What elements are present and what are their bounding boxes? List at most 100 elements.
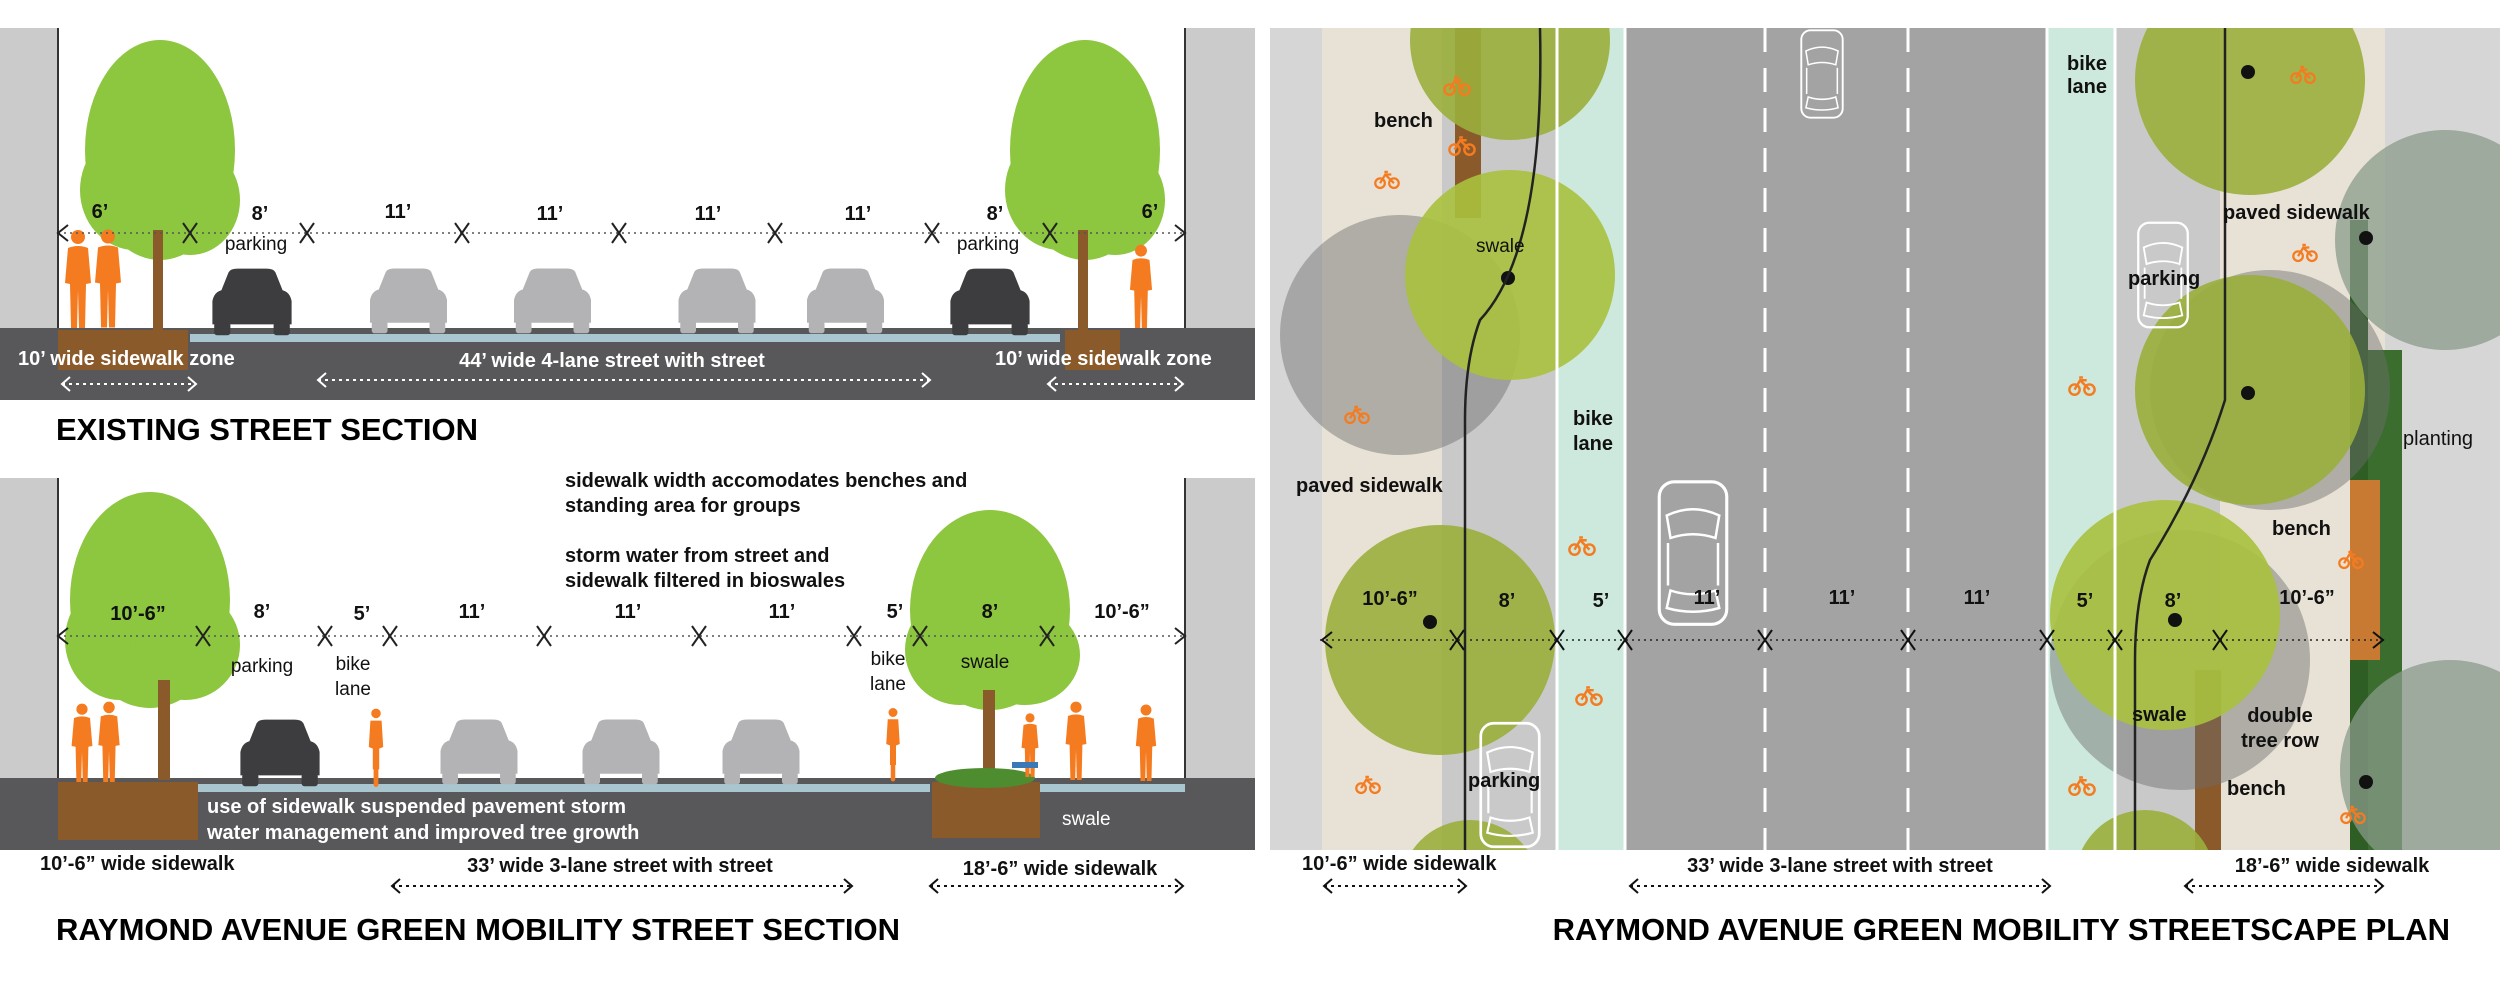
tree-pit-left (58, 330, 188, 370)
dim-label: 11’ (459, 601, 486, 623)
car-icon (440, 719, 518, 785)
dim-label: 11’ (845, 203, 872, 225)
dim-label: 8’ (982, 601, 999, 623)
tree-canopy (1325, 28, 2500, 850)
note-text: sidewalk width accomodates benches and (565, 470, 967, 492)
car-icon (514, 268, 591, 334)
streetscape-plan: bench swale bike lane paved sidewalk par… (1270, 28, 2500, 947)
pedestrian-icon (1129, 244, 1153, 328)
dim-label: 11’ (695, 203, 722, 225)
bike-lane-label: bike (871, 649, 906, 670)
travel-lanes (1625, 28, 2047, 850)
section-title: EXISTING STREET SECTION (56, 412, 478, 447)
car-icon (582, 719, 660, 785)
car-icon (678, 268, 756, 334)
bike-lane-label: lane (2067, 76, 2107, 98)
parking-label: parking (2128, 268, 2200, 290)
street-width-label: 44’ wide 4-lane street with street (459, 350, 765, 372)
car-icon (370, 268, 447, 334)
dim-label: 5’ (887, 601, 904, 623)
dim-label: 5’ (2077, 590, 2094, 612)
dim-label: 11’ (385, 201, 412, 223)
sidewalk-width-label: 10’-6” wide sidewalk (1302, 853, 1497, 875)
bench-label: bench (1374, 110, 1433, 132)
swale-label: swale (2132, 704, 2186, 726)
car-icon (722, 719, 800, 785)
suspended-pavement (58, 782, 198, 840)
parking-label: parking (225, 234, 287, 255)
paved-sidewalk-label: paved sidewalk (2223, 202, 2371, 224)
dim-label: 11’ (1964, 587, 1991, 609)
pavement-note: water management and improved tree growt… (206, 822, 639, 844)
bench-icon (1012, 762, 1038, 768)
dim-label: 6’ (92, 201, 109, 223)
dim-label: 5’ (354, 603, 371, 625)
parked-car-icon (240, 719, 320, 787)
bike-lane-right (2047, 28, 2115, 850)
note-text: standing area for groups (565, 495, 801, 517)
parking-label: parking (957, 234, 1019, 255)
dim-label: 11’ (615, 601, 642, 623)
sidewalk-zone-label: 10’ wide sidewalk zone (18, 348, 235, 370)
swale-edge (1463, 28, 1542, 850)
swale-label: swale (1476, 236, 1525, 257)
pedestrian-icon (1135, 704, 1157, 781)
pedestrian-icon (1065, 701, 1087, 780)
section-title: RAYMOND AVENUE GREEN MOBILITY STREET SEC… (56, 912, 900, 947)
swale-label: swale (961, 652, 1010, 673)
dim-label: 11’ (537, 203, 564, 225)
dim-label: 6’ (1142, 201, 1159, 223)
dim-label: 8’ (987, 203, 1004, 225)
bike-lane-label: lane (335, 679, 371, 700)
dim-label: 10’-6” (1362, 588, 1418, 610)
building-right (1185, 28, 1255, 333)
section-title: RAYMOND AVENUE GREEN MOBILITY STREETSCAP… (1553, 912, 2450, 947)
pedestrian-icon (65, 230, 91, 328)
bike-lane-label: bike (1573, 408, 1613, 430)
pavement-note: use of sidewalk suspended pavement storm (207, 796, 626, 818)
dim-label: 11’ (1829, 587, 1856, 609)
swale-planting (935, 768, 1035, 788)
street-width-label: 33’ wide 3-lane street with street (1687, 855, 1993, 877)
tree-icon (80, 40, 240, 330)
pedestrian-icon (98, 701, 120, 782)
paved-sidewalk-label: paved sidewalk (1296, 475, 1444, 497)
tree-icon (1005, 40, 1165, 330)
bike-lane-label: lane (1573, 433, 1613, 455)
dim-label: 8’ (2165, 590, 2182, 612)
cyclist-icon (368, 708, 384, 787)
parking-label: parking (231, 656, 293, 677)
dim-label: 10’-6” (2279, 587, 2335, 609)
dim-label: 8’ (1499, 590, 1516, 612)
building-left (0, 478, 58, 783)
planting-label: planting (2403, 428, 2473, 450)
parking-label: parking (1468, 770, 1540, 792)
sidewalk-width-label: 10’-6” wide sidewalk (40, 853, 235, 875)
bench-label: bench (2227, 778, 2286, 800)
sidewalk-width-label: 18’-6” wide sidewalk (963, 858, 1158, 880)
tree-pit-right (1065, 330, 1120, 370)
pedestrian-icon (71, 703, 93, 782)
building-left (0, 28, 58, 333)
swale-label: swale (1062, 809, 1111, 830)
bike-lane-label: lane (870, 674, 906, 695)
building-right (1185, 478, 1255, 783)
dim-label: 10’-6” (1094, 601, 1150, 623)
bike-lane-left (1557, 28, 1625, 850)
dim-label: 11’ (1694, 587, 1721, 609)
double-tree-row-label: double (2247, 705, 2313, 727)
parked-car-icon (950, 268, 1030, 336)
bench-label: bench (2272, 518, 2331, 540)
bike-lane-label: bike (2067, 53, 2107, 75)
dim-label: 8’ (252, 203, 269, 225)
swale-edge (2133, 28, 2227, 850)
double-tree-row-label: tree row (2241, 730, 2319, 752)
green-section: 10’-6” 8’ 5’ 11’ 11’ 11’ 5’ 8’ 10’-6” pa… (0, 470, 1255, 947)
sidewalk-zone-label: 10’ wide sidewalk zone (995, 348, 1212, 370)
cyclist-icon (886, 708, 900, 782)
bike-lane-label: bike (336, 654, 371, 675)
bioswale (932, 782, 1040, 838)
tree-icon (905, 510, 1080, 782)
parked-car-icon (212, 268, 292, 336)
